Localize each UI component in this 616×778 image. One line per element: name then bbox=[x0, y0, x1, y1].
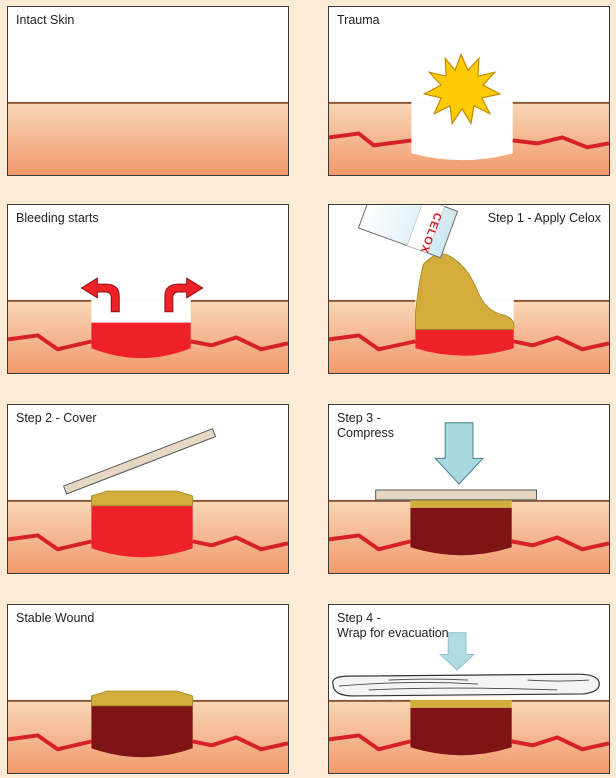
panel-title-line-2: Wrap for evacuation bbox=[337, 626, 449, 640]
skin-layer bbox=[8, 102, 288, 175]
clot bbox=[410, 707, 512, 756]
panel-trauma: Trauma bbox=[328, 6, 610, 176]
intact-skin-illustration bbox=[8, 101, 288, 175]
blood-vessel bbox=[329, 733, 609, 752]
bleeding-arrow-left-icon bbox=[80, 277, 120, 313]
gauze-strip bbox=[62, 428, 217, 495]
stable-wound-illustration bbox=[8, 690, 288, 773]
wound-cavity bbox=[411, 102, 513, 161]
panel-title-line-1: Step 4 - bbox=[337, 611, 381, 625]
panel-apply-celox: CELOX Step 1 - Apply Celox bbox=[328, 204, 610, 374]
blood-pool bbox=[91, 322, 191, 359]
panel-bleeding-starts: Bleeding starts bbox=[7, 204, 289, 374]
panel-title: Stable Wound bbox=[16, 611, 95, 625]
celox-layer bbox=[91, 490, 194, 507]
panel-title: Intact Skin bbox=[16, 13, 75, 27]
panel-title: Step 2 - Cover bbox=[16, 411, 97, 425]
panel-intact-skin: Intact Skin bbox=[7, 6, 289, 176]
blood-vessel bbox=[8, 533, 288, 552]
wrap-arrow-icon bbox=[439, 632, 475, 671]
panel-title-line-1: Step 3 - bbox=[337, 411, 381, 425]
panel-compress: Step 3 - Compress bbox=[328, 404, 610, 574]
celox-pack-icon bbox=[357, 205, 459, 259]
blood-vessel bbox=[329, 533, 609, 552]
apply-celox-illustration bbox=[329, 205, 609, 373]
gauze-pad bbox=[375, 489, 538, 501]
panel-title: Bleeding starts bbox=[16, 211, 99, 225]
blood-pool bbox=[415, 328, 514, 356]
bandage-wrap bbox=[332, 673, 600, 697]
blood-vessel bbox=[329, 333, 609, 352]
trauma-illustration bbox=[329, 52, 609, 175]
compress-arrow-icon bbox=[434, 422, 485, 485]
panel-title: Step 4 - Wrap for evacuation bbox=[337, 611, 449, 641]
blood-vessel bbox=[329, 131, 609, 150]
bleeding-illustration bbox=[8, 277, 288, 373]
panel-title: Step 3 - Compress bbox=[337, 411, 394, 441]
panel-title: Trauma bbox=[337, 13, 380, 27]
celox-layer bbox=[410, 699, 512, 708]
panel-stable-wound: Stable Wound bbox=[7, 604, 289, 774]
blood-vessel bbox=[8, 333, 288, 352]
celox-granules bbox=[414, 253, 515, 330]
compress-illustration bbox=[329, 422, 609, 573]
wrap-illustration bbox=[329, 632, 609, 773]
clot bbox=[91, 705, 193, 758]
bleeding-arrow-right-icon bbox=[164, 277, 204, 313]
panel-title: Step 1 - Apply Celox bbox=[487, 211, 601, 225]
celox-layer bbox=[91, 690, 194, 707]
panel-wrap: Step 4 - Wrap for evacuation bbox=[328, 604, 610, 774]
panel-cover: Step 2 - Cover bbox=[7, 404, 289, 574]
blood-pool bbox=[91, 505, 193, 558]
clot bbox=[410, 507, 512, 556]
impact-star-icon bbox=[422, 52, 502, 126]
cover-illustration bbox=[8, 428, 288, 573]
blood-vessel bbox=[8, 733, 288, 752]
wound-cavity bbox=[91, 300, 191, 323]
celox-layer bbox=[410, 499, 512, 508]
bandage-wrap-folds bbox=[338, 678, 590, 691]
panel-title-line-2: Compress bbox=[337, 426, 394, 440]
